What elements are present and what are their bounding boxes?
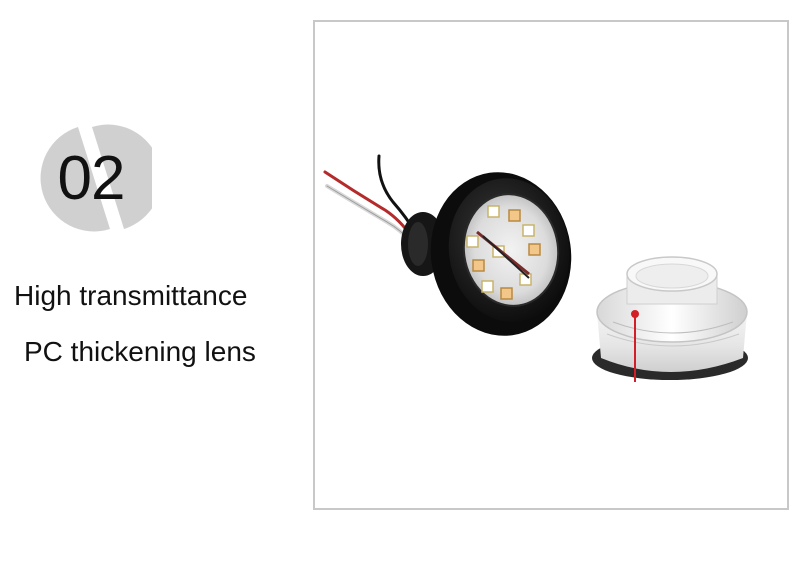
- lens-thickness-marker: [631, 310, 639, 382]
- pc-lens: [592, 256, 748, 380]
- step-badge: 02: [30, 124, 152, 234]
- lamp-wires: [323, 154, 417, 244]
- led-chips: [466, 205, 541, 300]
- badge-split-circle: [40, 124, 152, 232]
- step-number: 02: [57, 144, 126, 213]
- product-photo: [313, 20, 789, 510]
- feature-title-line-2: PC thickening lens: [24, 336, 256, 367]
- feature-title-line-1: High transmittance: [14, 280, 248, 311]
- product-illustration: [323, 154, 748, 382]
